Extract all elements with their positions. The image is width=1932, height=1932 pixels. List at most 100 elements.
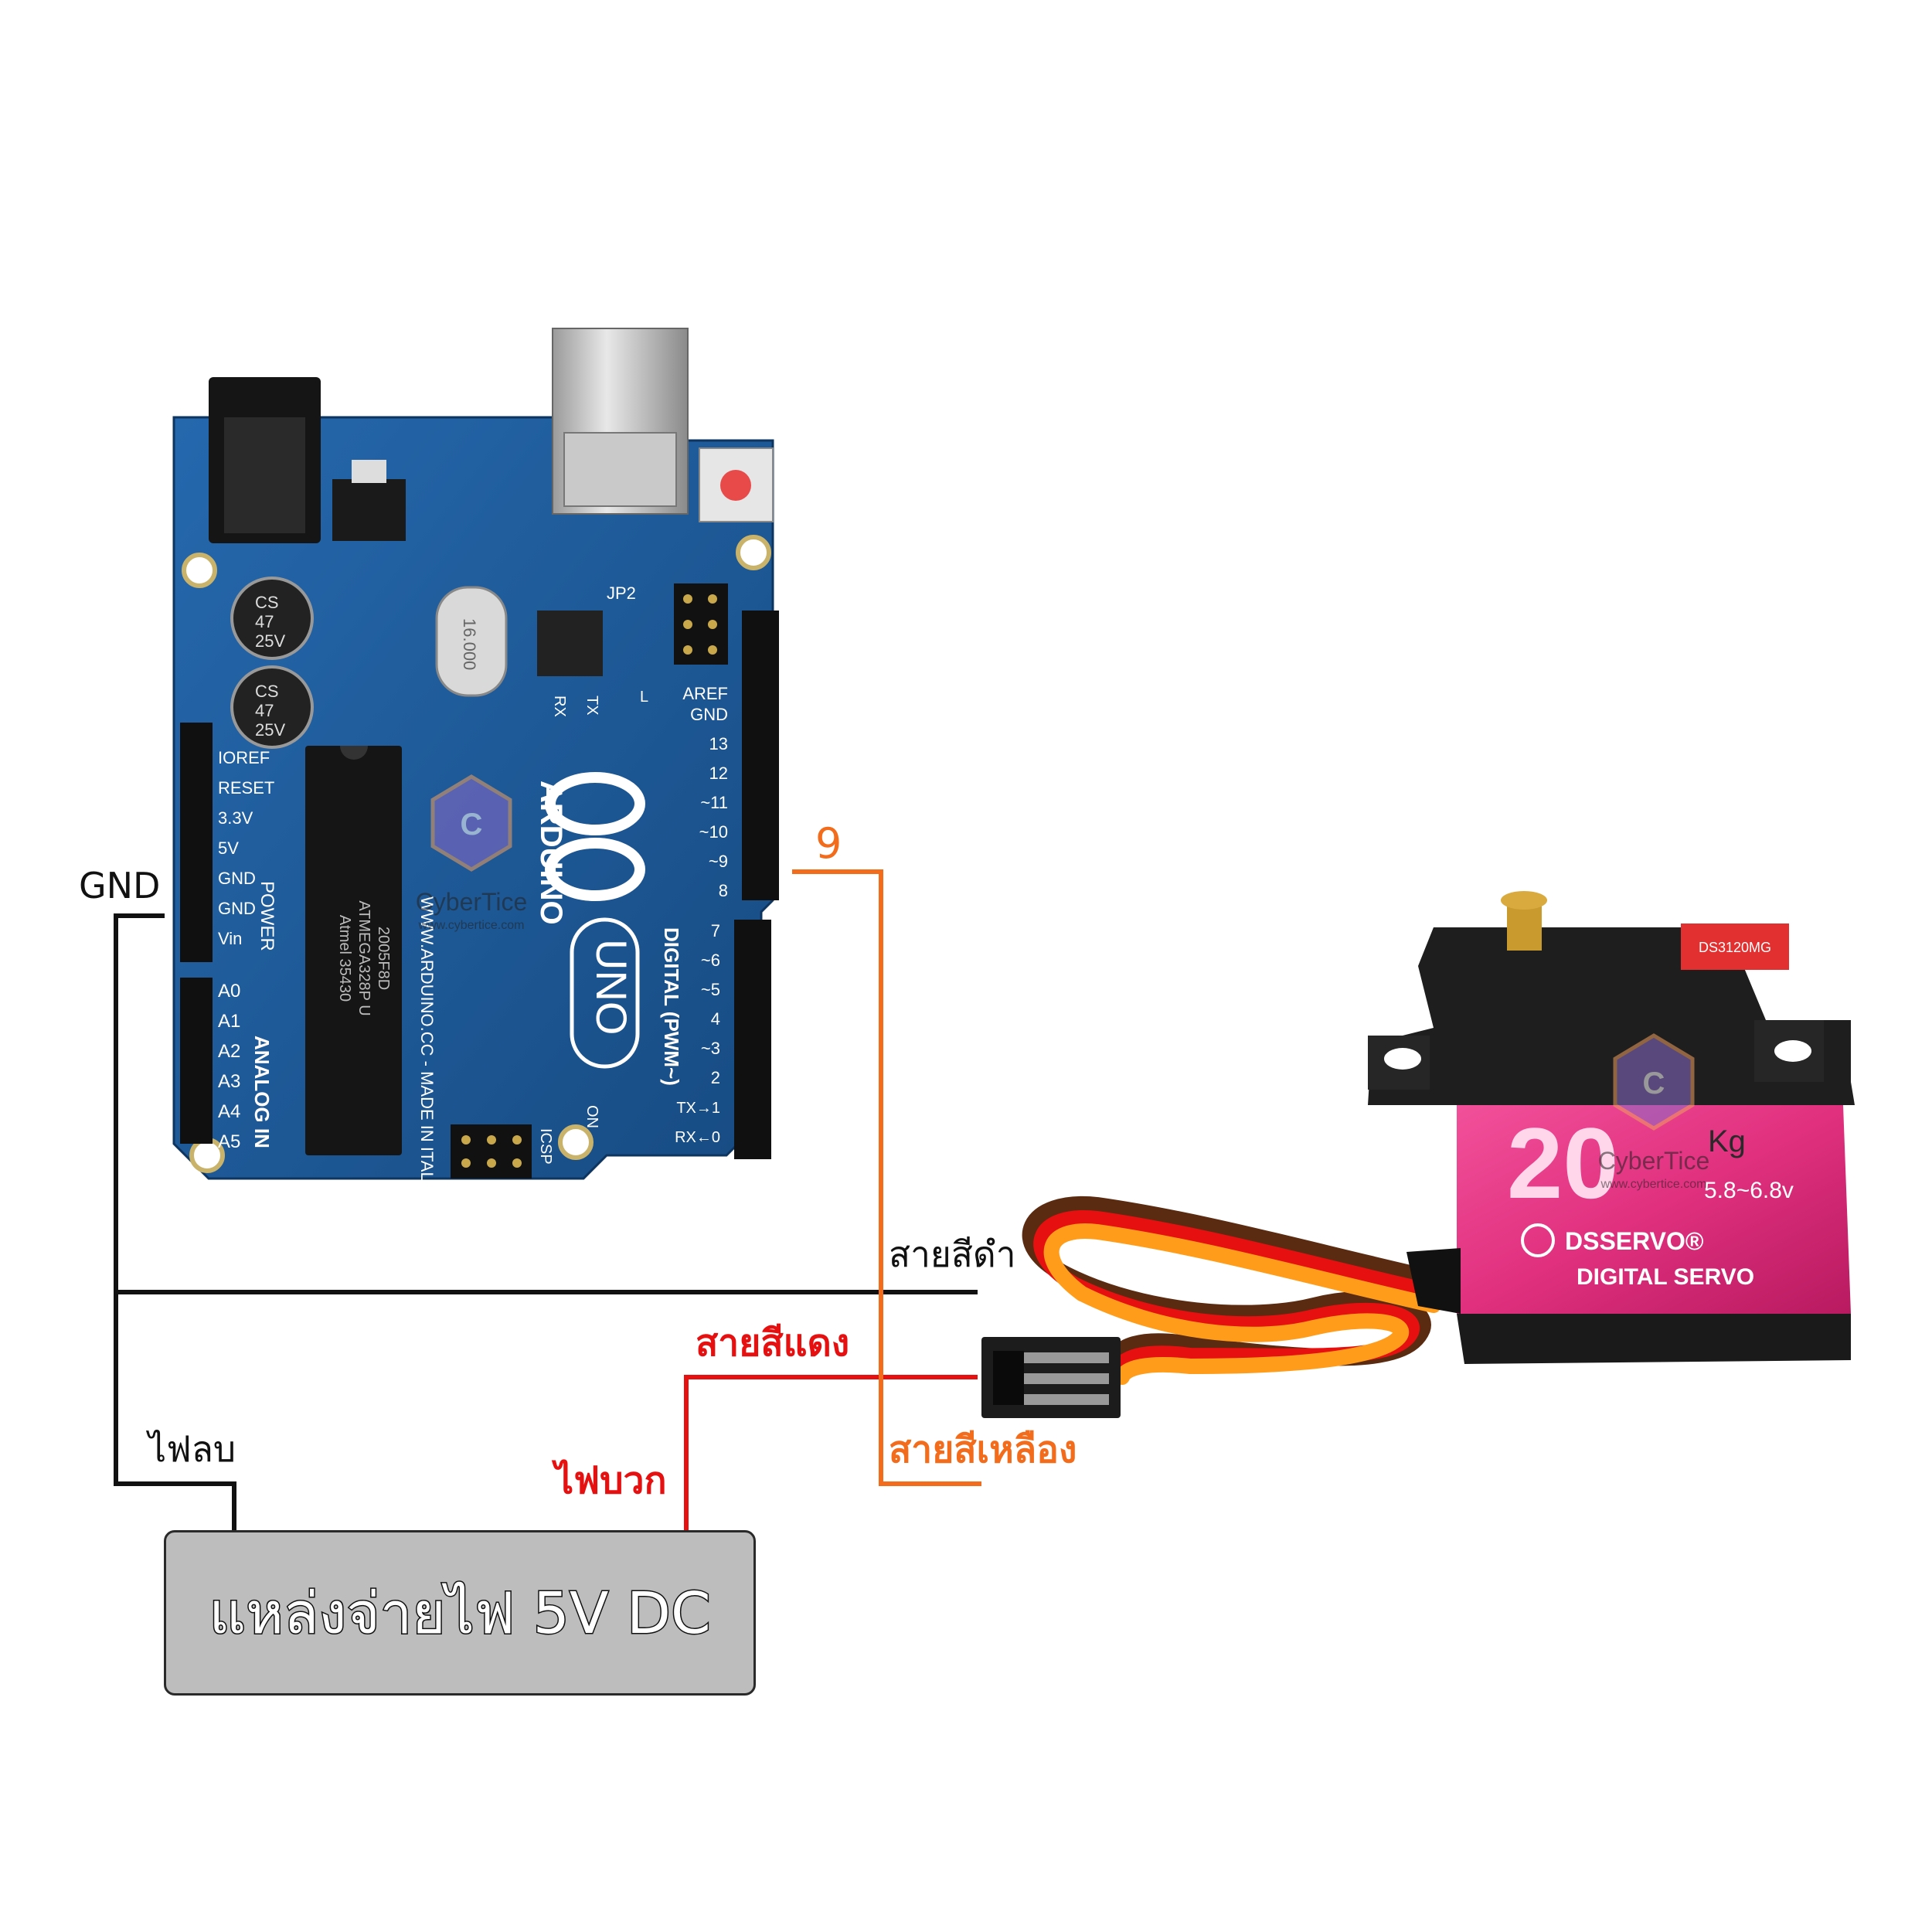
power-header-label: POWER: [257, 881, 277, 951]
svg-text:UNO: UNO: [587, 939, 636, 1035]
dsservo-logo: [1521, 1223, 1555, 1257]
power-header: [180, 723, 213, 962]
svg-text:A0: A0: [218, 981, 240, 1002]
svg-text:~10: ~10: [699, 822, 728, 842]
svg-text:~5: ~5: [701, 980, 720, 999]
crystal-oscillator: 16.000: [435, 586, 508, 697]
servo-type: DIGITAL SERVO: [1577, 1264, 1754, 1290]
svg-text:www.cybertice.com: www.cybertice.com: [1600, 1178, 1707, 1191]
servo-cable: [1022, 1196, 1442, 1385]
analog-pin-labels: A0 A1 A2 A3 A4 A5: [218, 981, 240, 1152]
power-pin-labels: IOREF RESET 3.3V 5V GND GND Vin: [218, 748, 274, 948]
svg-text:IOREF: IOREF: [218, 748, 270, 767]
svg-text:DS3120MG: DS3120MG: [1699, 940, 1771, 955]
servo-connector: [981, 1337, 1121, 1418]
svg-text:C: C: [461, 808, 483, 842]
voltage-regulator: [332, 479, 406, 541]
svg-text:GND: GND: [218, 869, 256, 888]
dc-power-jack: [209, 377, 321, 543]
svg-text:CyberTice: CyberTice: [416, 888, 528, 916]
servo-torque: 20: [1507, 1107, 1619, 1219]
rx-label: RX: [551, 696, 568, 717]
svg-text:5V: 5V: [218, 838, 239, 858]
usb-chip: [537, 611, 603, 676]
arduino-infinity-logo: [545, 772, 645, 901]
l-label: L: [640, 689, 648, 706]
svg-text:7: 7: [711, 921, 720, 940]
svg-text:4: 4: [711, 1009, 720, 1029]
svg-text:RX←0: RX←0: [675, 1129, 720, 1146]
icsp-label: ICSP: [537, 1128, 554, 1165]
svg-text:CyberTice: CyberTice: [1598, 1147, 1710, 1175]
reset-button: [699, 447, 774, 522]
svg-text:RESET: RESET: [218, 778, 274, 798]
jp2-label: JP2: [607, 583, 636, 603]
svg-text:8: 8: [719, 881, 728, 900]
svg-text:13: 13: [709, 734, 728, 753]
orange-signal-wire: [792, 869, 981, 1486]
svg-text:CS: CS: [255, 682, 279, 701]
svg-text:3.3V: 3.3V: [218, 808, 253, 828]
svg-text:C: C: [1643, 1066, 1665, 1100]
black-ground-wire: [114, 913, 978, 1530]
digital-header-high: [742, 611, 779, 900]
svg-text:Atmel 35430: Atmel 35430: [336, 915, 353, 1002]
usb-b-connector: [552, 328, 689, 515]
svg-text:~11: ~11: [700, 793, 728, 812]
svg-text:16.000: 16.000: [460, 618, 479, 670]
digital-header-low: [734, 920, 771, 1159]
svg-text:GND: GND: [218, 899, 256, 918]
servo-voltage: 5.8~6.8v: [1704, 1178, 1794, 1203]
analog-header: [180, 978, 213, 1144]
svg-text:~9: ~9: [709, 852, 728, 871]
pin9-label: 9: [815, 819, 842, 868]
svg-text:47: 47: [255, 612, 274, 631]
icsp-header-bottom: [451, 1124, 532, 1179]
servo-model-tag: [1681, 923, 1789, 970]
svg-text:A3: A3: [218, 1071, 240, 1092]
svg-text:47: 47: [255, 701, 274, 720]
capacitor-1: CS 47 25V: [230, 577, 314, 660]
svg-text:GND: GND: [690, 705, 728, 724]
positive-label: ไฟบวก: [555, 1459, 667, 1502]
svg-text:A4: A4: [218, 1101, 240, 1122]
svg-text:Vin: Vin: [218, 929, 242, 948]
black-wire-label: สายสีดำ: [889, 1233, 1016, 1275]
watermark-logo-2: C CyberTice www.cybertice.com: [1598, 1033, 1710, 1191]
mounting-hole: [736, 535, 771, 570]
on-label: ON: [583, 1105, 600, 1128]
svg-text:A5: A5: [218, 1131, 240, 1152]
svg-text:~3: ~3: [701, 1039, 720, 1058]
analog-header-label: ANALOG IN: [250, 1036, 274, 1148]
servo-unit: Kg: [1708, 1124, 1746, 1158]
icsp-header-top: [674, 583, 728, 665]
svg-text:A2: A2: [218, 1041, 240, 1062]
power-supply-box: แหล่งจ่ายไฟ 5V DC: [164, 1530, 756, 1696]
power-supply-label: แหล่งจ่ายไฟ 5V DC: [208, 1580, 712, 1648]
svg-text:25V: 25V: [255, 631, 285, 651]
uno-badge: UNO: [570, 917, 640, 1069]
mounting-hole: [182, 553, 217, 588]
svg-text:12: 12: [709, 764, 728, 783]
digital-header-label: DIGITAL (PWM~): [660, 927, 683, 1086]
negative-label: ไฟลบ: [148, 1428, 236, 1470]
svg-text:2: 2: [711, 1068, 720, 1087]
gnd-label: GND: [79, 865, 161, 906]
arduino-brand: ARDUINO: [534, 781, 568, 925]
arduino-site-text: WWW.ARDUINO.CC - MADE IN ITALY: [417, 896, 437, 1192]
arduino-uno-board: CS 47 25V CS 47 25V 16.000: [172, 328, 779, 1192]
atmega328p-chip: Atmel 35430 ATMEGA328P U 2005F8D: [305, 746, 402, 1155]
svg-text:~6: ~6: [701, 951, 720, 970]
svg-text:TX→1: TX→1: [676, 1100, 720, 1117]
svg-text:CS: CS: [255, 593, 279, 612]
tx-label: TX: [583, 696, 600, 716]
cable-strain-relief: [1406, 1248, 1461, 1314]
servo-brand: DSSERVO®: [1565, 1227, 1704, 1255]
regulator-tab: [352, 460, 386, 483]
yellow-wire-label: สายสีเหลือง: [889, 1428, 1077, 1471]
red-wire-label: สายสีแดง: [696, 1321, 850, 1365]
svg-text:25V: 25V: [255, 720, 285, 740]
svg-text:ATMEGA328P U: ATMEGA328P U: [355, 900, 372, 1015]
svg-text:AREF: AREF: [682, 684, 728, 703]
